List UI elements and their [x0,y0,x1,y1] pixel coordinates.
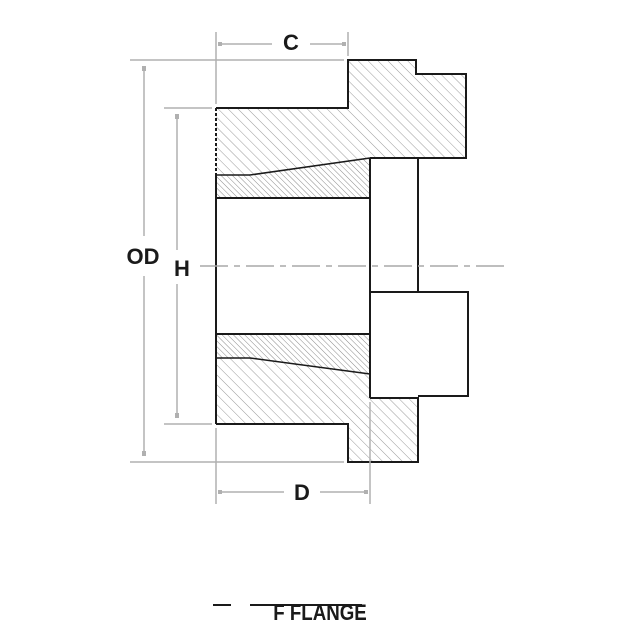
dimension-h-label: H [174,256,190,281]
lower-taper-band [216,334,370,374]
dimension-od-label: OD [127,244,160,269]
lower-section-hatched [216,358,418,462]
caption-overline-right [250,604,362,606]
dimension-d [215,402,371,504]
upper-section-hatched [216,60,466,175]
dimension-h [164,107,212,425]
dimension-od [130,59,344,463]
upper-taper-band [216,158,370,198]
dimension-c-label: C [283,30,299,55]
diagram-caption: F FLANGE [273,600,367,625]
dimension-d-label: D [294,480,310,505]
part-outline [215,59,469,463]
dimension-c [215,32,349,104]
caption-overline-left [213,604,231,606]
